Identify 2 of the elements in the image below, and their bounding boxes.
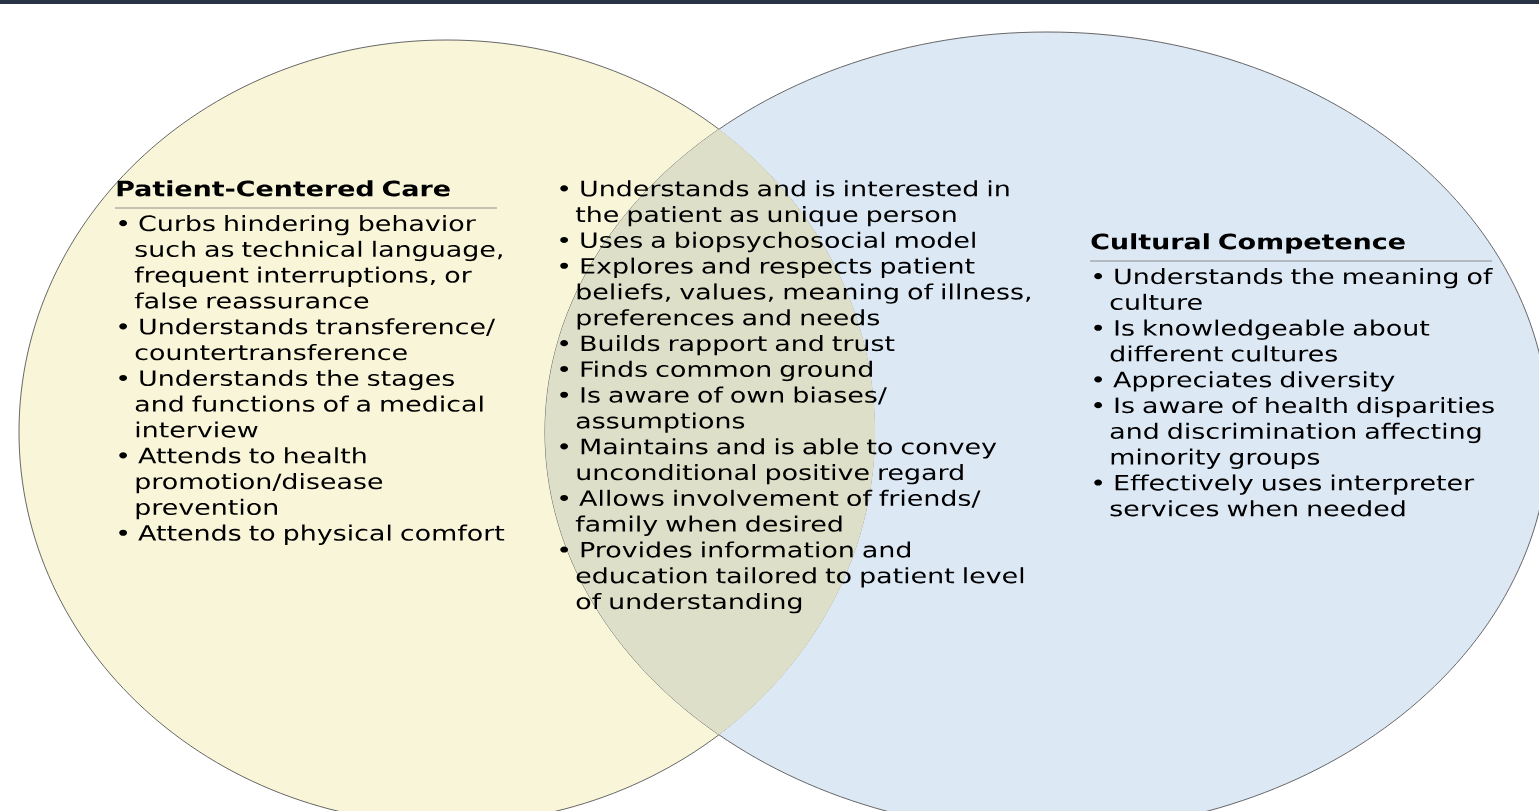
- bullet-list: Patient-Centered Care • Curbs hindering behavior such as technical language, frequent interruptions, or false reassurance • Understands transference/ countertransference • Understands the stages and functions of a medical interview • Attends to health promotion/disease prevention • Attends to physical comfort: [117, 180, 505, 545]
- bullet-list: Cultural Competence • Understands the meaning of culture • Is knowledgeable about different cultures • Appreciates diversity • Is aware of health disparities and discrimination affecting minority groups • Effectively uses interpreter services when needed: [1091, 233, 1494, 517]
